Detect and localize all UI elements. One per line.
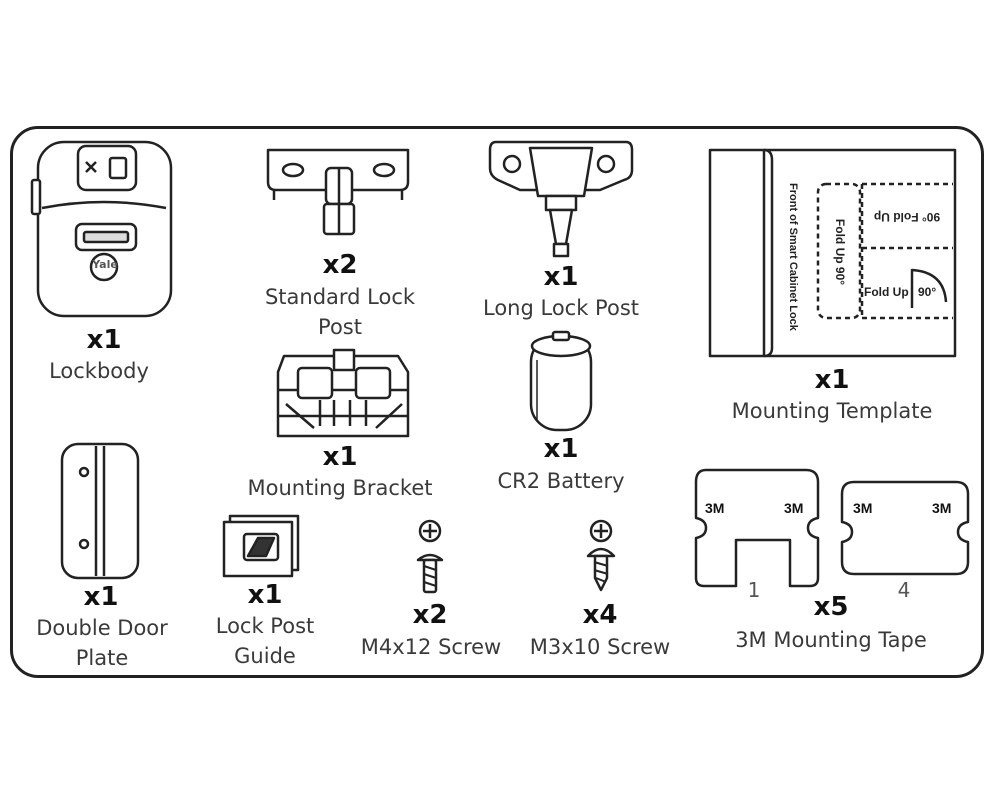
3m-tape-piece-4-illustration bbox=[840, 480, 970, 576]
template-fold-left-label: Fold Up bbox=[833, 218, 847, 264]
cr2-battery-label: CR2 Battery bbox=[497, 469, 625, 493]
tape-piece-1-number: 1 bbox=[747, 578, 761, 602]
cr2-battery-illustration bbox=[529, 330, 593, 432]
standard-lock-post-label-line1: Standard Lock bbox=[264, 285, 416, 309]
tape-piece-4-number: 4 bbox=[897, 578, 911, 602]
lock-post-guide-illustration bbox=[222, 514, 300, 578]
lockbody-qty: x1 bbox=[86, 325, 122, 355]
tape-1-brand-right: 3M bbox=[784, 500, 804, 516]
3m-mounting-tape-qty: x5 bbox=[813, 592, 849, 622]
mounting-bracket-qty: x1 bbox=[322, 442, 358, 472]
long-lock-post-qty: x1 bbox=[543, 262, 579, 292]
m3x10-screw-illustration bbox=[586, 519, 616, 592]
long-lock-post-label: Long Lock Post bbox=[483, 296, 639, 320]
double-door-plate-illustration bbox=[60, 442, 140, 580]
mounting-template-qty: x1 bbox=[814, 365, 850, 395]
standard-lock-post-illustration bbox=[266, 148, 410, 236]
mounting-template-label: Mounting Template bbox=[731, 399, 933, 423]
template-fold-right-angle: 90° bbox=[918, 285, 937, 299]
3m-tape-piece-1-illustration bbox=[694, 468, 820, 588]
double-door-plate-qty: x1 bbox=[83, 582, 119, 612]
parts-panel bbox=[10, 126, 984, 678]
lockbody-label: Lockbody bbox=[49, 359, 149, 383]
tape-1-brand-left: 3M bbox=[705, 500, 725, 516]
template-fold-top-label: Fold Up bbox=[873, 210, 919, 224]
m4x12-screw-illustration bbox=[416, 519, 444, 594]
template-fold-left-angle: 90° bbox=[833, 266, 847, 286]
3m-mounting-tape-label: 3M Mounting Tape bbox=[735, 628, 927, 652]
long-lock-post-illustration bbox=[488, 140, 634, 258]
template-fold-right-label: Fold Up bbox=[864, 285, 909, 299]
mounting-bracket-label: Mounting Bracket bbox=[247, 476, 433, 500]
m4x12-screw-qty: x2 bbox=[412, 600, 448, 630]
lock-post-guide-label-line1: Lock Post bbox=[215, 614, 315, 638]
standard-lock-post-label-line2: Post bbox=[318, 315, 362, 339]
template-fold-left-text: Fold Up 90° bbox=[833, 207, 847, 297]
lockbody-illustration bbox=[30, 140, 173, 318]
template-fold-top-text: 90° Fold Up bbox=[862, 210, 952, 224]
lock-post-guide-qty: x1 bbox=[247, 580, 283, 610]
standard-lock-post-qty: x2 bbox=[322, 250, 358, 280]
mounting-template-illustration bbox=[708, 148, 957, 358]
tape-4-brand-right: 3M bbox=[932, 500, 952, 516]
yale-logo-text: Yale bbox=[92, 258, 118, 271]
double-door-plate-label-line1: Double Door bbox=[36, 616, 168, 640]
cr2-battery-qty: x1 bbox=[543, 434, 579, 464]
m4x12-screw-label: M4x12 Screw bbox=[360, 635, 502, 659]
mounting-bracket-illustration bbox=[276, 348, 410, 438]
double-door-plate-label-line2: Plate bbox=[75, 646, 129, 670]
m3x10-screw-label: M3x10 Screw bbox=[529, 635, 671, 659]
tape-4-brand-left: 3M bbox=[853, 500, 873, 516]
lock-post-guide-label-line2: Guide bbox=[234, 644, 296, 668]
m3x10-screw-qty: x4 bbox=[582, 600, 618, 630]
template-fold-top-angle: 90° bbox=[921, 210, 941, 224]
template-side-text: Front of Smart Cabinet Lock bbox=[787, 183, 799, 331]
